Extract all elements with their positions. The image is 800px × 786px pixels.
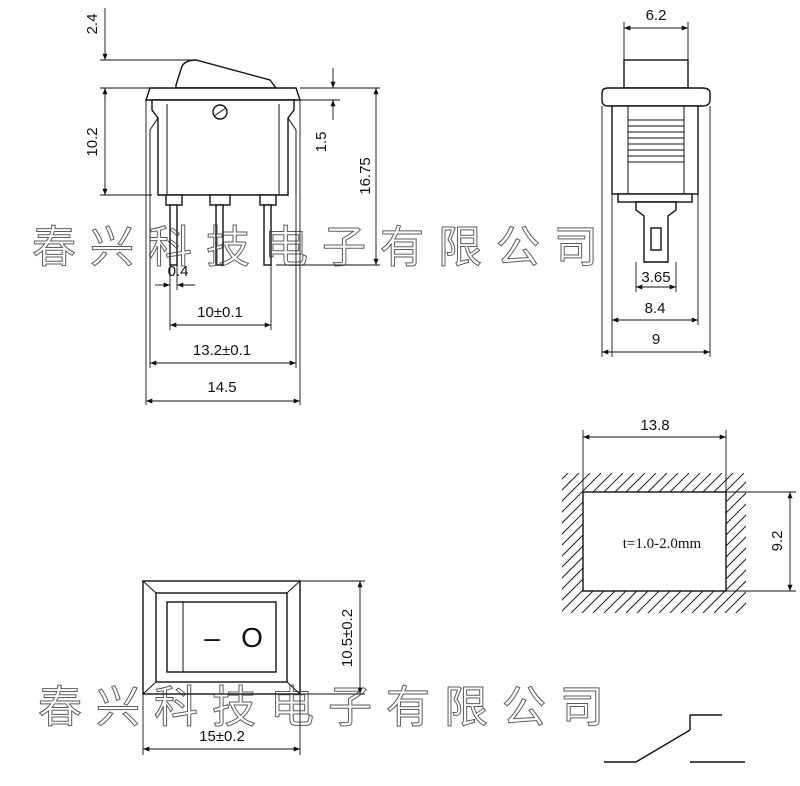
hatch-line bbox=[373, 473, 513, 613]
side-actuator bbox=[623, 59, 689, 89]
watermark-top: 春兴科技电子有限公司 bbox=[32, 222, 612, 273]
dim-top-width: 15±0.2 bbox=[199, 728, 245, 745]
side-view: 6.2 3.65 8.4 9 bbox=[601, 7, 711, 357]
hatch-line bbox=[791, 473, 800, 613]
dim-terminal-thickness: 0.4 bbox=[168, 263, 189, 280]
on-symbol: – bbox=[204, 622, 220, 653]
hatch-line bbox=[362, 473, 502, 613]
cutout-opening bbox=[582, 491, 727, 592]
dim-body-width: 13.2±0.1 bbox=[193, 342, 251, 359]
hatch-line bbox=[562, 473, 602, 613]
dim-overall-height: 16.75 bbox=[357, 157, 374, 195]
flange bbox=[145, 87, 301, 101]
hatch-line bbox=[562, 473, 580, 613]
hatch-pattern bbox=[362, 473, 800, 613]
dim-cutout-height: 9.2 bbox=[769, 531, 786, 552]
hatch-line bbox=[417, 473, 557, 613]
front-view: 2.4 10.2 1.5 16.75 0.4 10±0.1 13.2±0.1 1… bbox=[84, 8, 380, 405]
dim-top-height: 10.5±0.2 bbox=[339, 609, 356, 667]
terminal-left bbox=[169, 204, 178, 266]
hatch-line bbox=[724, 473, 746, 613]
hatch-line bbox=[406, 473, 546, 613]
hatch-line bbox=[713, 473, 746, 613]
watermark-bottom: 春兴科技电子有限公司 bbox=[38, 682, 618, 733]
dim-cutout-width: 13.8 bbox=[640, 417, 669, 434]
dim-body-height: 10.2 bbox=[84, 127, 101, 156]
thickness-note: t=1.0-2.0mm bbox=[623, 536, 702, 552]
terminal-right bbox=[263, 204, 272, 266]
hatch-line bbox=[562, 473, 569, 613]
left-clip bbox=[149, 117, 159, 195]
terminal-base-right bbox=[259, 194, 277, 206]
dim-side-flange-width: 9 bbox=[652, 331, 660, 348]
panel-cutout: t=1.0-2.0mm 13.8 9.2 bbox=[362, 417, 800, 613]
terminal-center bbox=[215, 204, 224, 266]
right-clip bbox=[287, 117, 297, 195]
switch-symbol-icon bbox=[604, 714, 745, 763]
dim-actuator-height: 2.4 bbox=[84, 14, 101, 35]
dim-side-body-width: 8.4 bbox=[645, 300, 666, 317]
dim-flange-thickness: 1.5 bbox=[313, 132, 330, 153]
off-symbol: O bbox=[241, 622, 263, 653]
dim-actuator-width: 6.2 bbox=[646, 7, 667, 24]
hatch-line bbox=[384, 473, 524, 613]
top-view: – O 10.5±0.2 15±0.2 bbox=[142, 580, 365, 755]
side-flange bbox=[601, 87, 711, 107]
hatch-line bbox=[562, 473, 591, 613]
housing-body bbox=[151, 99, 295, 196]
side-ribs bbox=[628, 119, 684, 163]
terminal-base-left bbox=[165, 194, 183, 206]
hatch-line bbox=[395, 473, 535, 613]
dim-terminal-width: 3.65 bbox=[641, 269, 670, 286]
terminal-base-center bbox=[209, 194, 231, 206]
dim-terminal-pitch: 10±0.1 bbox=[197, 304, 243, 321]
rocker-actuator bbox=[175, 59, 278, 89]
rocker-face bbox=[166, 601, 277, 673]
dim-flange-width: 14.5 bbox=[207, 379, 236, 396]
